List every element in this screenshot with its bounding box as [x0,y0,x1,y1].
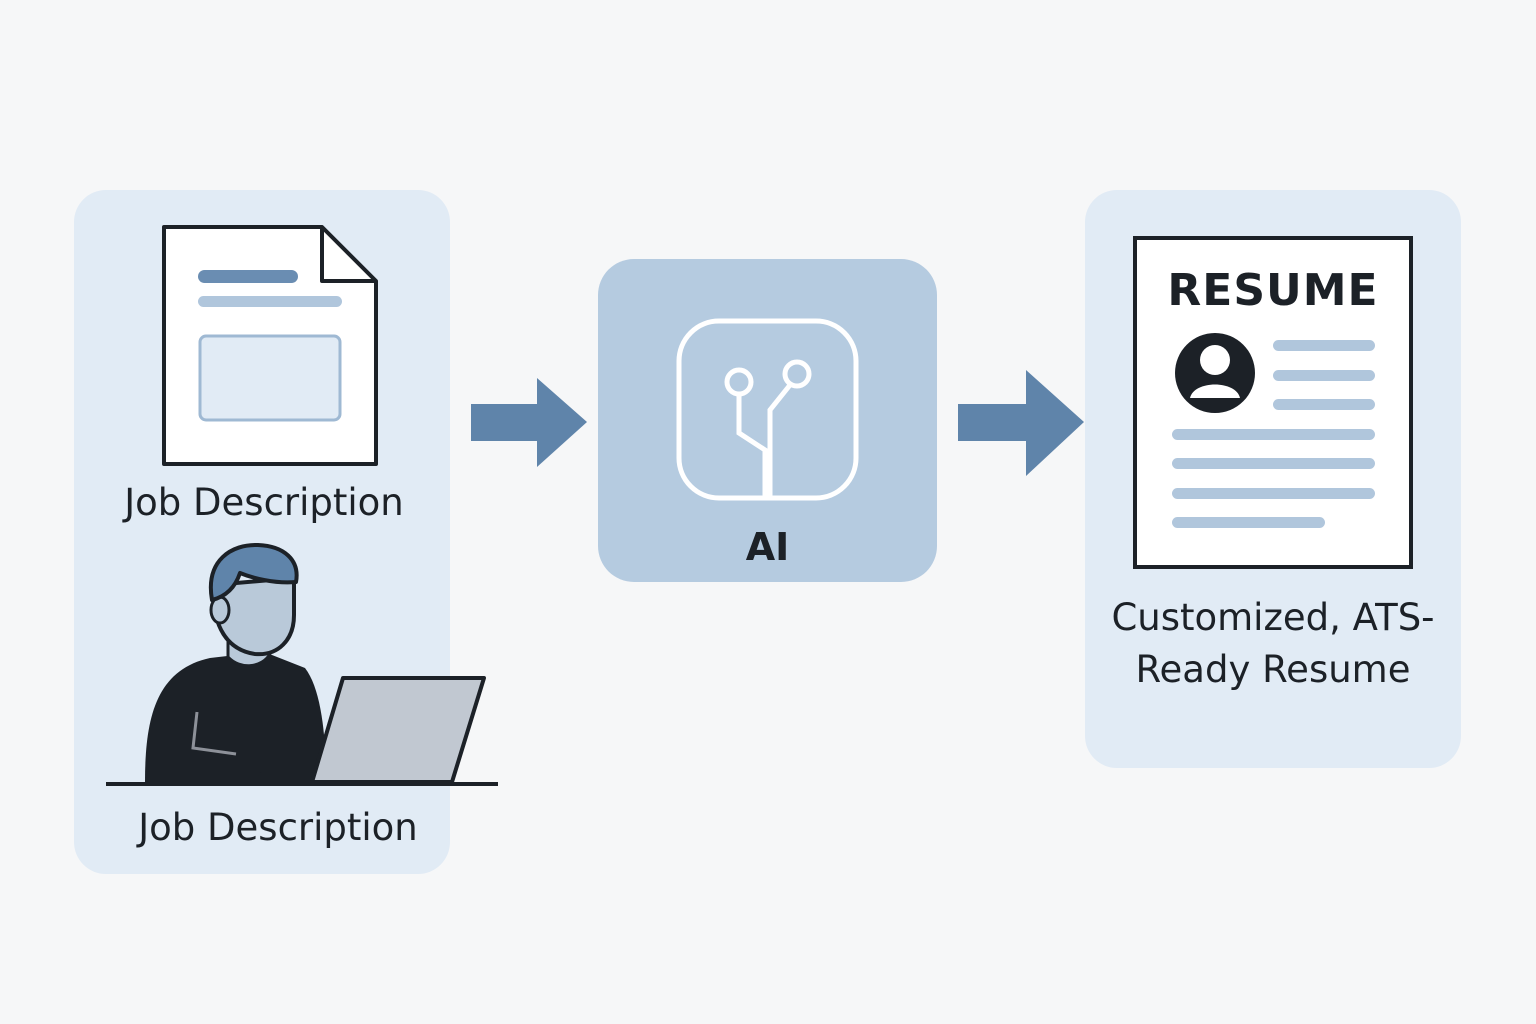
resume-title: RESUME [1167,265,1379,316]
arrow-right-icon [958,370,1084,476]
document-icon [162,225,378,466]
person-laptop-icon [106,542,498,786]
job-description-person-caption: Job Description [138,806,418,849]
avatar-icon [1175,333,1255,413]
resume-caption: Customized, ATS-Ready Resume [1111,596,1435,691]
job-description-caption: Job Description [124,481,404,524]
resume-icon [1133,236,1413,569]
circuit-icon [676,318,859,501]
arrow-right-icon [471,378,587,467]
ai-label: AI [745,525,790,569]
